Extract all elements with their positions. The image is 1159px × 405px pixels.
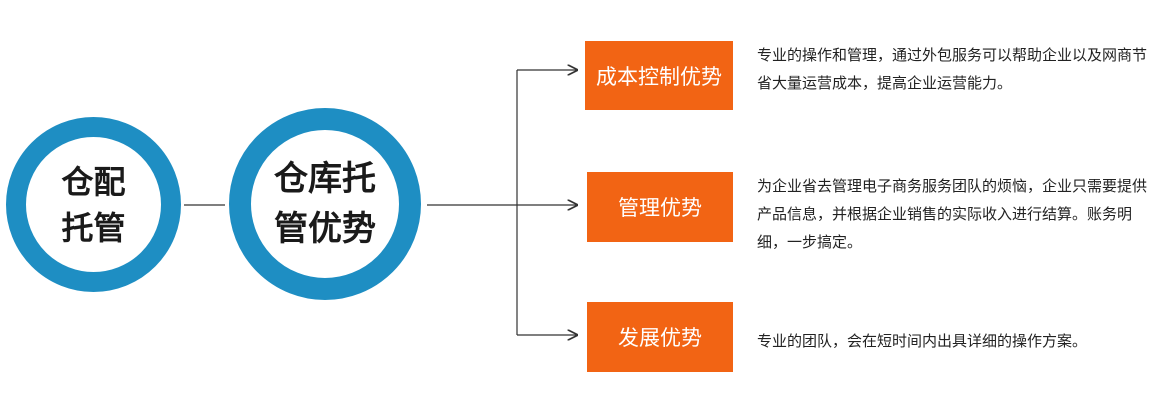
- management-box: 管理优势: [587, 172, 733, 242]
- cost-control-title: 成本控制优势: [596, 64, 722, 89]
- warehouse-hosting-label: 仓配 托管: [61, 162, 126, 247]
- management-title: 管理优势: [618, 196, 702, 220]
- development-box: 发展优势: [587, 302, 733, 372]
- development-title: 发展优势: [618, 326, 702, 350]
- development-description: 专业的团队，会在短时间内出具详细的操作方案。: [757, 332, 1088, 350]
- cost-control-description: 专业的操作和管理，通过外包服务可以帮助企业以及网商节省大量运营成本，提高企业运营…: [757, 46, 1148, 92]
- advantages-label: 仓库托 管优势: [274, 159, 376, 249]
- cost-control-box: 成本控制优势: [585, 41, 733, 110]
- advantages-circle: 仓库托 管优势: [229, 108, 421, 300]
- management-description: 为企业省去管理电子商务服务团队的烦恼，企业只需要提供产品信息，并根据企业销售的实…: [757, 177, 1148, 251]
- warehouse-hosting-circle: 仓配 托管: [6, 117, 181, 292]
